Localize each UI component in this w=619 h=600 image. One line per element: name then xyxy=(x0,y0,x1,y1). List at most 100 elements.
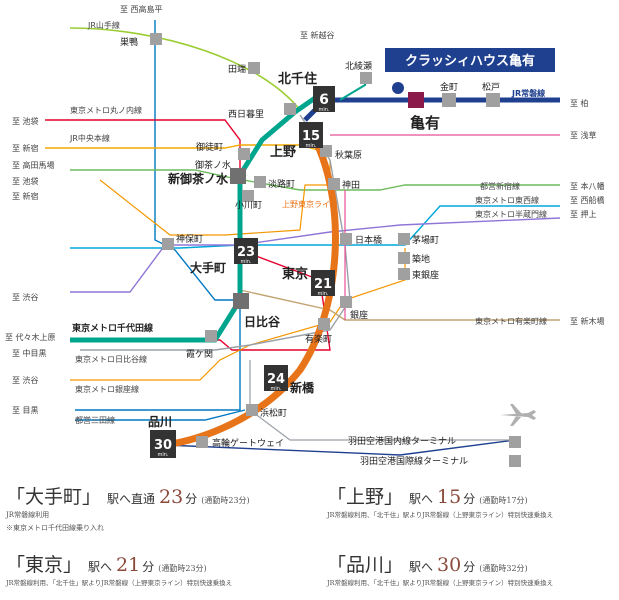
dest-oshiage: 至 押上 xyxy=(570,209,597,219)
line-yurakucho-label: 東京メトロ有楽町線 xyxy=(475,316,547,326)
access-tokyo-commute: (通勤時23分) xyxy=(158,564,207,573)
station-marker-kayabacho xyxy=(398,233,410,245)
route-map: 6 min. 15 min. 23 min. 21 min. 24 min. 3… xyxy=(5,4,605,467)
station-akihabara: 秋葉原 xyxy=(335,149,362,161)
station-ogawamachi: 小川町 xyxy=(235,200,262,211)
station-jimbocho: 神保町 xyxy=(176,233,203,245)
dest-nishifunabashi: 至 西船橋 xyxy=(570,195,605,205)
dest-yoyogiuehara: 至 代々木上原 xyxy=(5,332,56,342)
access-ueno-unit: 分 xyxy=(463,492,476,506)
asakusa-line xyxy=(330,134,560,320)
station-marker-hibiya xyxy=(233,293,249,309)
station-haneda-dom: 羽田空港国内線ターミナル xyxy=(348,435,456,447)
access-shinagawa-note-1: JR常磐線利用、「北千住」駅よりJR常磐線（上野東京ライン）特別快速乗換え xyxy=(327,579,554,587)
hibiya-line xyxy=(80,114,351,351)
time-badge-shimbashi: 24 min. xyxy=(264,365,288,392)
access-otemachi-commute: (通勤時23分) xyxy=(201,496,250,505)
access-shinagawa-unit: 分 xyxy=(463,560,476,574)
station-marker-kameari xyxy=(408,92,424,108)
dest-takadanobaba: 至 高田馬場 xyxy=(12,160,55,170)
property-marker xyxy=(392,82,404,94)
station-kayabacho: 茅場町 xyxy=(412,234,439,246)
line-ueno-tokyo-label: 上野東京ライン xyxy=(282,199,338,209)
yurakucho-line xyxy=(239,289,560,321)
line-joban-label: JR常磐線 xyxy=(511,88,545,98)
time-shimbashi-unit: min. xyxy=(270,386,281,392)
station-marker-hamamatsucho xyxy=(246,404,258,416)
shinjuku-line xyxy=(70,169,560,191)
station-takanawagateway: 高輪ゲートウェイ xyxy=(212,437,284,449)
station-shinagawa: 品川 xyxy=(148,415,172,429)
tozai-line xyxy=(70,205,560,249)
station-tokyo: 東京 xyxy=(282,266,308,282)
access-otemachi-minutes: 23 xyxy=(159,486,184,508)
station-tabata: 田端 xyxy=(228,63,246,75)
station-marker-ogawamachi xyxy=(242,190,254,202)
station-marker-yurakucho xyxy=(318,318,330,330)
access-otemachi-to: 駅へ直通 xyxy=(107,492,156,506)
line-hibiya-label: 東京メトロ日比谷線 xyxy=(75,354,147,364)
station-marker-matsudo xyxy=(486,93,500,107)
airplane-icon xyxy=(500,404,536,426)
station-matsudo: 松戸 xyxy=(482,81,500,93)
station-marker-haneda-dom xyxy=(509,436,521,448)
station-marker-jimbocho xyxy=(162,238,174,250)
dest-shinkiba: 至 新木場 xyxy=(570,316,605,326)
dest-meguro: 至 目黒 xyxy=(12,406,39,415)
station-marker-haneda-intl xyxy=(509,455,521,467)
time-ueno-unit: min. xyxy=(305,143,316,149)
property-name: クラッシィハウス亀有 xyxy=(405,53,535,69)
line-ginza-label: 東京メトロ銀座線 xyxy=(75,384,139,394)
time-kitasenju-num: 6 xyxy=(319,92,329,108)
time-shinagawa-num: 30 xyxy=(154,438,172,453)
station-kitasenju: 北千住 xyxy=(278,71,317,87)
station-marker-takanawagateway xyxy=(196,436,208,448)
access-otemachi-note-1: JR常磐線利用 xyxy=(6,511,50,519)
time-tokyo-num: 21 xyxy=(314,277,332,292)
station-marker-sugamo xyxy=(150,33,162,45)
time-otemachi-unit: min. xyxy=(240,259,251,265)
keikyu-airport-line xyxy=(164,439,516,456)
station-tsukiji: 築地 xyxy=(412,253,430,265)
access-ueno-commute: (通勤時17分) xyxy=(479,496,528,505)
station-marker-ginza xyxy=(340,296,352,308)
station-yurakucho: 有楽町 xyxy=(305,333,332,345)
access-shinagawa-to: 駅へ xyxy=(409,560,434,574)
station-kasumigaseki: 霞ケ関 xyxy=(186,349,213,360)
station-marker-tsukiji xyxy=(398,252,410,264)
line-chiyoda-label: 東京メトロ千代田線 xyxy=(72,322,153,334)
station-ginza: 銀座 xyxy=(350,309,368,321)
time-kitasenju-unit: min. xyxy=(318,107,329,113)
access-tokyo-station: 「東京」 xyxy=(6,554,83,576)
station-marker-kitaayase xyxy=(360,72,372,84)
station-marker-kasumigaseki xyxy=(205,330,217,342)
access-tokyo-note-1: JR常磐線利用、「北千住」駅よりJR常磐線（上野東京ライン）特別快速乗換え xyxy=(6,579,233,587)
station-markers xyxy=(150,33,521,467)
yamanote-line xyxy=(69,27,301,111)
access-ueno-minutes: 15 xyxy=(437,486,462,508)
dest-kashiwa: 至 柏 xyxy=(570,98,589,108)
station-nihombashi: 日本橋 xyxy=(355,234,382,246)
time-shimbashi-num: 24 xyxy=(267,372,285,387)
station-marker-kanda xyxy=(328,178,340,190)
station-marker-nishinippori xyxy=(284,103,296,115)
time-otemachi-num: 23 xyxy=(237,245,255,260)
line-tozai-label: 東京メトロ東西線 xyxy=(475,195,539,205)
dest-asakusa: 至 浅草 xyxy=(570,130,597,140)
station-okachimachi: 御徒町 xyxy=(196,141,223,153)
access-tokyo-unit: 分 xyxy=(142,560,155,574)
dest-ikebukuro-1: 至 池袋 xyxy=(12,116,39,126)
access-otemachi-unit: 分 xyxy=(185,492,198,506)
station-marker-nihombashi xyxy=(340,233,352,245)
access-shinagawa-station: 「品川」 xyxy=(327,554,404,576)
station-sugamo: 巣鴨 xyxy=(120,36,138,48)
time-tokyo-unit: min. xyxy=(317,291,328,297)
station-haneda-intl: 羽田空港国際線ターミナル xyxy=(360,455,468,467)
station-kanda: 神田 xyxy=(342,179,360,191)
time-badge-kitasenju: 6 min. xyxy=(313,86,335,113)
